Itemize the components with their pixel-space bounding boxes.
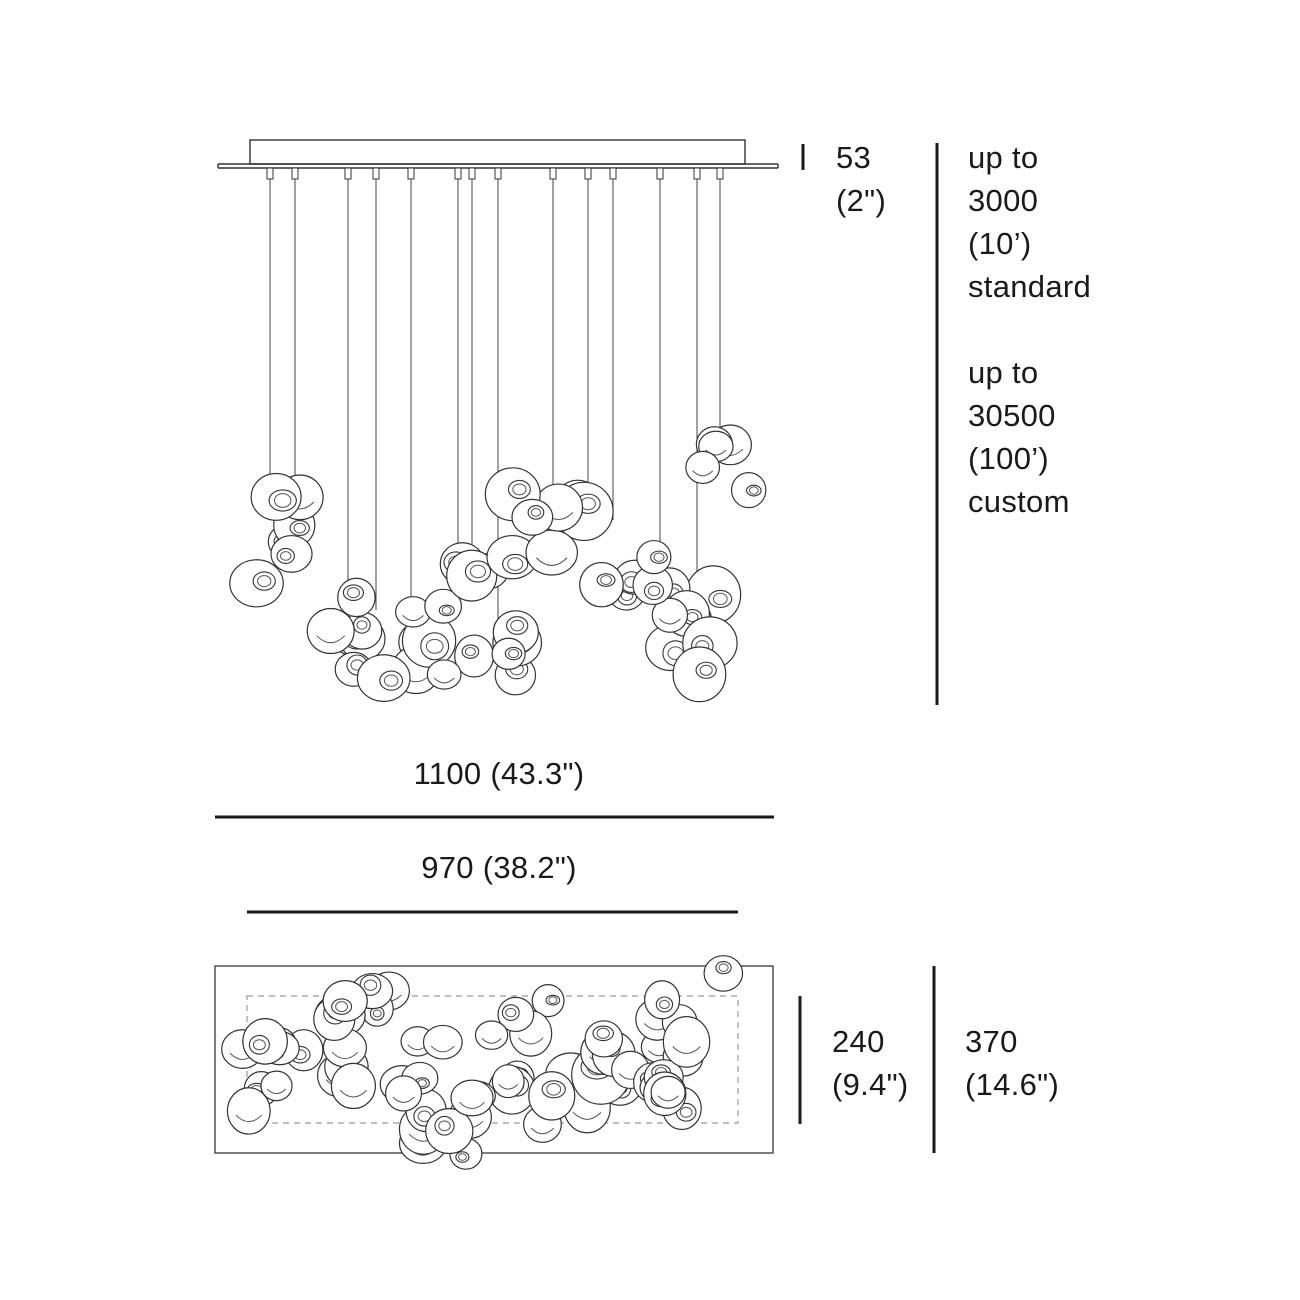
glass-bubble (474, 1020, 509, 1050)
cable-clamp (716, 167, 724, 180)
glass-bubble (662, 1016, 711, 1068)
cable-clamp (656, 167, 664, 180)
glass-bubble (226, 1087, 271, 1135)
cable-standard-line-1: up to (968, 140, 1039, 175)
glass-bubble (651, 597, 689, 633)
glass-bubble (703, 955, 744, 992)
glass-bubble (579, 561, 624, 608)
cable-custom-line-2: 30500 (968, 398, 1056, 433)
cable-clamp (407, 167, 415, 180)
cable-length-label: up to 3000 (10’) standard up to 30500 (1… (968, 136, 1091, 523)
plan-inner-depth-mm: 240 (832, 1024, 885, 1059)
glass-bubble (270, 534, 313, 573)
glass-bubble (337, 577, 376, 618)
glass-bubble (491, 1064, 525, 1099)
glass-bubble (486, 534, 538, 580)
glass-bubble (446, 549, 498, 602)
plan-inner-footprint (246, 995, 739, 1124)
glass-bubble (685, 450, 721, 485)
glass-bubble (525, 529, 578, 576)
glass-bubble (306, 607, 355, 655)
cable-custom-line-4: custom (968, 484, 1070, 519)
cable-clamp (494, 167, 502, 180)
glass-bubble (450, 1079, 494, 1117)
cable-standard-line-2: 3000 (968, 183, 1039, 218)
glass-bubble (242, 1017, 288, 1065)
canopy-height-in: (2") (836, 183, 887, 218)
glass-bubble (672, 646, 727, 703)
cable-clamp (468, 167, 476, 180)
glass-bubble (636, 539, 672, 575)
glass-bubble (260, 1070, 293, 1102)
glass-bubble (426, 659, 462, 690)
glass-bubble (491, 637, 526, 671)
plan-outer-depth-label: 370 (14.6") (965, 1020, 1059, 1106)
glass-bubble (356, 654, 411, 702)
plan-inner-depth-label: 240 (9.4") (832, 1020, 909, 1106)
cable-standard-line-4: standard (968, 269, 1092, 304)
glass-bubble (422, 1024, 463, 1060)
glass-bubble (528, 1071, 576, 1121)
glass-bubble (322, 980, 368, 1023)
plan-outline (214, 965, 774, 1154)
glass-bubble (730, 472, 767, 509)
plan-outer-depth-mm: 370 (965, 1024, 1018, 1059)
glass-bubble (531, 984, 565, 1018)
elevation-glass-clusters (229, 424, 767, 703)
glass-bubble (330, 1062, 376, 1110)
glass-bubble (650, 1075, 686, 1109)
cable-clamp (454, 167, 462, 180)
canopy-height-label: 53 (2") (836, 136, 886, 222)
cable-clamp (693, 167, 701, 180)
glass-bubble (511, 498, 554, 536)
cable-clamp (291, 167, 299, 180)
glass-bubble (424, 588, 463, 624)
glass-bubble (425, 1108, 474, 1155)
canopy-height-mm: 53 (836, 140, 872, 175)
canopy (217, 139, 779, 169)
glass-bubble (644, 980, 681, 1020)
cable-clamp (266, 167, 274, 180)
plan-outer-depth-in: (14.6") (965, 1067, 1060, 1102)
glass-bubble (497, 996, 535, 1033)
glass-bubble (454, 634, 495, 678)
fixture-width-label: 970 (38.2") (421, 850, 577, 885)
cable-standard-line-3: (10’) (968, 226, 1032, 261)
pendant-cables (266, 167, 724, 640)
glass-bubble (229, 559, 284, 608)
cable-clamp (372, 167, 380, 180)
canopy-width-label: 1100 (43.3") (413, 756, 585, 791)
glass-bubble (250, 472, 302, 521)
glass-bubble (484, 467, 541, 522)
cable-clamp (584, 167, 592, 180)
plan-inner-depth-in: (9.4") (832, 1067, 909, 1102)
glass-bubble (384, 1075, 423, 1112)
cable-custom-line-1: up to (968, 355, 1039, 390)
cable-clamp (549, 167, 557, 180)
cable-custom-line-3: (100’) (968, 441, 1050, 476)
plan-glass-clusters (221, 955, 744, 1170)
cable-clamp (344, 167, 352, 180)
glass-bubble (584, 1020, 624, 1058)
cable-clamp (609, 167, 617, 180)
